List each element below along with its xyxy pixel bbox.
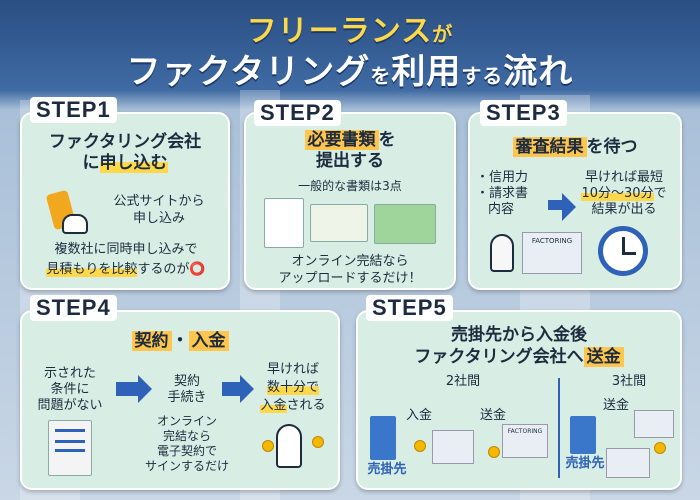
step2-sub: 一般的な書類は3点	[298, 179, 402, 193]
step5-client2: 売掛先	[565, 456, 605, 471]
step5-send2-label: 送金	[602, 398, 629, 413]
step1-note1: 複数社に同時申し込みで	[54, 242, 198, 257]
step4-c1b: 条件に	[50, 382, 90, 397]
factoring-building-icon: FACTORING	[502, 424, 548, 458]
step4-c1a: 示された	[43, 366, 96, 381]
step5-card: 売掛先から入金後 ファクタリング会社へ送金 2社間 3社間 売掛先 入金 送金 …	[356, 310, 682, 490]
step2-note1: オンライン完結なら	[291, 254, 409, 269]
step4-c1c: 問題がない	[37, 398, 103, 413]
step3-r2: 10分〜30分で	[581, 186, 667, 201]
step5-heading: 売掛先から入金後 ファクタリング会社へ送金	[358, 324, 680, 368]
coin-icon	[488, 446, 500, 458]
clock-icon	[598, 226, 648, 276]
step5-label: STEP5	[366, 295, 453, 321]
arrow-icon	[222, 375, 254, 403]
step4-label: STEP4	[30, 295, 117, 321]
factoring-building-icon	[634, 410, 674, 438]
coin-icon	[312, 436, 324, 448]
hand-icon	[62, 214, 88, 234]
step4-c2b: 手続き	[167, 390, 207, 405]
step4-c3a: 早ければ	[266, 362, 319, 377]
step1-heading: ファクタリング会社 に申し込む	[48, 132, 202, 173]
step1-note2: 見積もりを比較するのが⭕	[46, 262, 206, 277]
title-line1: フリーランスが	[246, 14, 454, 49]
step5-in-label: 入金	[405, 408, 432, 423]
step3-r3: 結果が出る	[591, 202, 657, 217]
step4-note1: オンライン	[156, 414, 217, 428]
step5-client: 売掛先	[367, 462, 407, 477]
step2-heading: 必要書類を 提出する	[246, 130, 454, 172]
step4-card: 契約・入金 示された 条件に 問題がない 契約 手続き 早ければ 数十分で 入金…	[20, 310, 340, 490]
step5-type-b: 3社間	[611, 374, 647, 389]
id-card-icon	[310, 204, 368, 242]
step2-note2: アップロードするだけ！	[278, 271, 422, 286]
client-building-icon	[570, 416, 596, 454]
coin-icon	[262, 440, 274, 452]
person-icon	[276, 424, 302, 468]
step3-r1: 早ければ最短	[584, 170, 663, 185]
person-icon	[490, 234, 514, 272]
step4-note2: 完結なら	[162, 429, 211, 443]
step5-type-a: 2社間	[445, 374, 481, 389]
step3-item2: ・請求書	[476, 186, 529, 201]
step3-item3: 内容	[488, 202, 515, 217]
step3-item1: ・信用力	[476, 170, 529, 185]
divider	[558, 378, 560, 478]
step4-c3c: 入金される	[260, 398, 326, 413]
step4-c3b: 数十分で	[266, 380, 319, 395]
freelancer-building-icon	[432, 430, 474, 464]
step3-card: 審査結果を待つ ・信用力 ・請求書 内容 早ければ最短 10分〜30分で 結果が…	[468, 112, 682, 290]
step3-label: STEP3	[480, 100, 567, 126]
step4-note4: サインするだけ	[144, 459, 229, 473]
freelancer-building-icon	[606, 448, 650, 478]
step1-label: STEP1	[30, 97, 117, 123]
step3-heading: 審査結果を待つ	[470, 132, 680, 157]
step2-label: STEP2	[254, 100, 341, 126]
arrow-icon	[116, 375, 152, 403]
client-building-icon	[370, 416, 396, 460]
arrow-icon	[548, 193, 576, 221]
factoring-building-icon: FACTORING	[522, 232, 582, 274]
step1-line1: 公式サイトから	[113, 194, 205, 209]
step1-line2: 申し込み	[132, 211, 185, 226]
step2-card: 必要書類を 提出する 一般的な書類は3点 オンライン完結なら アップロードするだ…	[244, 112, 456, 290]
coin-icon	[414, 440, 426, 452]
step4-note3: 電子契約で	[156, 444, 217, 458]
title-line2: ファクタリングを利用する流れ	[126, 52, 574, 92]
step4-heading: 契約・入金	[22, 326, 338, 351]
step4-c2a: 契約	[173, 374, 200, 389]
coin-icon	[654, 442, 666, 454]
step1-card: ファクタリング会社 に申し込む 公式サイトから 申し込み 複数社に同時申し込みで…	[20, 112, 230, 290]
contract-icon	[48, 420, 92, 476]
step5-send-label: 送金	[479, 408, 506, 423]
document-icon	[264, 198, 304, 248]
insurance-card-icon	[374, 204, 436, 244]
